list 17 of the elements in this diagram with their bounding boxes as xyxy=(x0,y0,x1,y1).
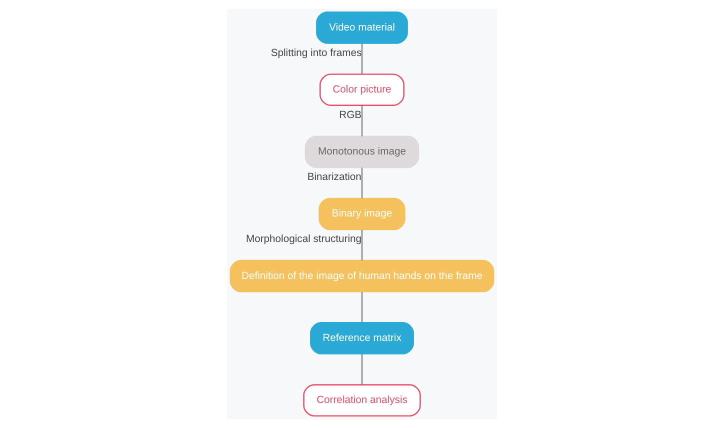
node-box: Binary image xyxy=(318,198,406,230)
node-box: Color picture xyxy=(320,74,404,106)
connector xyxy=(361,106,363,136)
node-box: Correlation analysis xyxy=(303,384,421,416)
node-box: Reference matrix xyxy=(310,322,414,354)
connector xyxy=(361,168,363,198)
edge-label: Morphological structuring xyxy=(246,234,362,246)
node-box: Definition of the image of human hands on the frame xyxy=(230,260,494,292)
edge-label: Binarization xyxy=(307,172,362,184)
node-box: Video material xyxy=(316,12,408,44)
connector xyxy=(361,230,363,260)
node-box: Monotonous image xyxy=(304,136,420,168)
connector xyxy=(361,292,363,323)
edge-label: Splitting into frames xyxy=(270,48,362,59)
connector xyxy=(361,354,363,385)
connector xyxy=(361,43,363,74)
edge-label: RGB xyxy=(339,110,362,121)
